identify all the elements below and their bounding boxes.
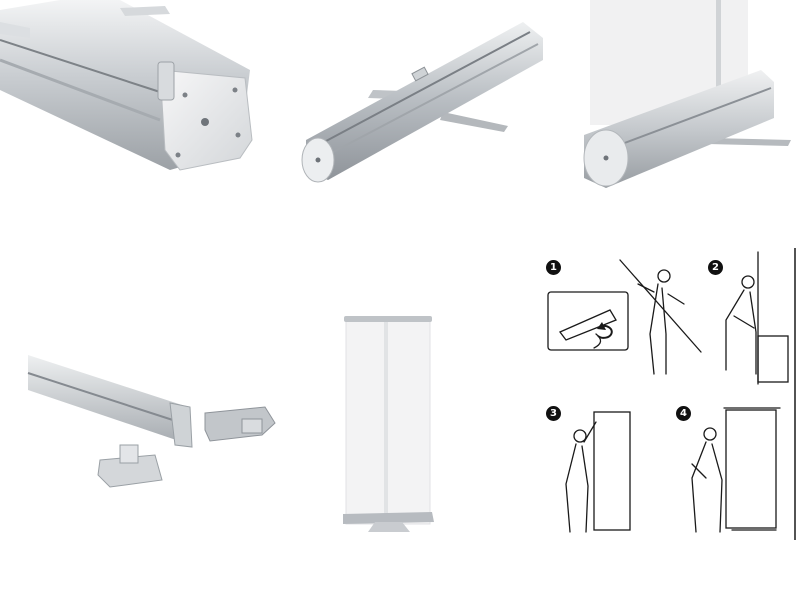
assembly-instructions-diagram: 1 2 3 4 — [536, 244, 800, 544]
banner-stand-image — [310, 300, 480, 545]
assembly-instructions-drawing — [536, 244, 800, 544]
photo-base-with-banner-pole — [576, 0, 800, 195]
photo-top-rail-and-caps — [0, 295, 290, 510]
step-4-number: 4 — [676, 406, 691, 421]
photo-base-endcap-closeup — [0, 0, 262, 205]
step-2-number: 2 — [708, 260, 723, 275]
base-with-pole-image — [576, 0, 800, 195]
photo-base-bar-with-feet — [268, 0, 550, 205]
base-bar-image — [268, 0, 550, 205]
photo-assembled-banner-stand — [310, 300, 480, 545]
step-3-number: 3 — [546, 406, 561, 421]
base-endcap-closeup-image — [0, 0, 262, 205]
step-1-number: 1 — [546, 260, 561, 275]
rotation-arrow-icon — [597, 322, 613, 339]
top-rail-caps-image — [0, 295, 290, 510]
